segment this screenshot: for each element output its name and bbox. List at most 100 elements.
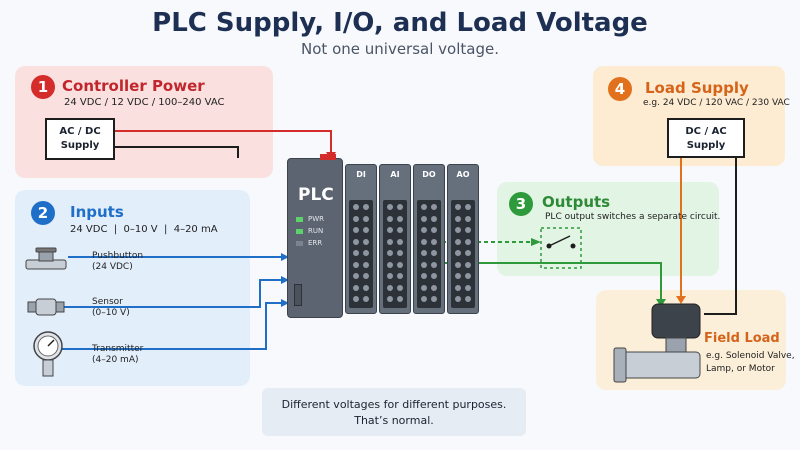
plc-port: [294, 284, 302, 306]
sensor-icon: [27, 298, 65, 316]
terminal-screw: [387, 227, 393, 233]
terminal-screw: [431, 284, 437, 291]
controller-supply-line1: AC / DC: [59, 126, 101, 137]
load-supply-line2: Supply: [686, 140, 726, 151]
terminal-screw: [431, 215, 437, 222]
terminal-screw: [421, 261, 427, 268]
module-do-label: DO: [422, 170, 436, 179]
err-led: [296, 241, 303, 246]
terminal-screw: [397, 261, 403, 268]
transmitter-label: Transmitter (4–20 mA): [92, 344, 144, 365]
field-load-description: e.g. Solenoid Valve, Lamp, or Motor: [706, 351, 795, 374]
terminal-screw: [465, 273, 471, 279]
module-ai-terminals: [383, 200, 407, 308]
terminal-screw: [431, 273, 437, 279]
module-ao-label: AO: [456, 170, 470, 179]
terminal-screw: [363, 284, 369, 291]
output-switch-arrow: [531, 238, 541, 246]
err-led-label: ERR: [308, 239, 323, 247]
module-ai-label: AI: [390, 170, 400, 179]
terminal-screw: [397, 227, 403, 233]
step-badge-4: 4: [608, 77, 632, 101]
terminal-screw: [431, 238, 437, 245]
load-supply-wire-negative: [704, 140, 737, 315]
terminal-screw: [353, 261, 359, 268]
terminal-screw: [421, 215, 427, 222]
inputs-heading: Inputs: [70, 203, 124, 221]
terminal-screw: [421, 204, 427, 210]
terminal-screw: [455, 238, 461, 245]
pushbutton-icon: [25, 247, 67, 270]
controller-supply-wire-negative: [113, 146, 239, 158]
terminal-screw: [353, 204, 359, 210]
terminal-screw: [397, 250, 403, 256]
terminal-screw: [363, 215, 369, 222]
transmitter-input-wire: [62, 302, 283, 350]
pushbutton-label: Pushbutton (24 VDC): [92, 251, 144, 272]
load-supply-heading: Load Supply: [645, 79, 749, 97]
terminal-screw: [353, 273, 359, 279]
output-switch-box: [540, 227, 582, 269]
terminal-screw: [387, 273, 393, 279]
terminal-screw: [465, 296, 471, 302]
terminal-screw: [431, 204, 437, 210]
sensor-label: Sensor (0–10 V): [92, 297, 130, 318]
controller-supply-line2: Supply: [60, 140, 100, 151]
bottom-note: Different voltages for different purpose…: [262, 388, 526, 436]
terminal-screw: [353, 284, 359, 291]
output-wire: [430, 262, 662, 301]
terminal-screw: [455, 250, 461, 256]
terminal-screw: [363, 261, 369, 268]
terminal-screw: [455, 227, 461, 233]
terminal-screw: [397, 284, 403, 291]
terminal-screw: [465, 215, 471, 222]
run-led: [296, 229, 303, 234]
module-di-terminals: [349, 200, 373, 308]
page-title: PLC Supply, I/O, and Load Voltage: [152, 8, 648, 38]
terminal-screw: [455, 261, 461, 268]
terminal-screw: [421, 227, 427, 233]
terminal-screw: [387, 284, 393, 291]
pwr-led-label: PWR: [308, 215, 325, 223]
load-supply-line1: DC / AC: [685, 126, 727, 137]
terminal-screw: [353, 227, 359, 233]
terminal-screw: [421, 238, 427, 245]
step-badge-1: 1: [31, 75, 55, 99]
outputs-description: PLC output switches a separate circuit.: [545, 212, 721, 222]
terminal-screw: [455, 215, 461, 222]
plc-label: PLC: [298, 185, 334, 205]
terminal-screw: [465, 284, 471, 291]
terminal-screw: [421, 250, 427, 256]
transmitter-gauge-icon: [33, 331, 63, 377]
step-badge-3: 3: [509, 192, 533, 216]
page-subtitle: Not one universal voltage.: [301, 40, 499, 58]
terminal-screw: [353, 296, 359, 302]
terminal-screw: [363, 296, 369, 302]
terminal-screw: [421, 273, 427, 279]
terminal-screw: [455, 273, 461, 279]
note-line2: That’s normal.: [354, 414, 434, 427]
terminal-screw: [387, 250, 393, 256]
note-line1: Different voltages for different purpose…: [281, 398, 507, 411]
terminal-screw: [421, 284, 427, 291]
field-load-heading: Field Load: [704, 331, 780, 346]
terminal-screw: [465, 261, 471, 268]
terminal-screw: [387, 215, 393, 222]
sensor-input-wire: [60, 279, 283, 308]
module-di-label: DI: [356, 170, 366, 179]
terminal-screw: [363, 273, 369, 279]
inputs-voltages: 24 VDC | 0–10 V | 4–20 mA: [70, 224, 218, 235]
terminal-screw: [363, 227, 369, 233]
terminal-screw: [465, 227, 471, 233]
terminal-screw: [455, 284, 461, 291]
module-ao-terminals: [451, 200, 475, 308]
solenoid-valve-icon: [613, 303, 701, 383]
terminal-screw: [353, 215, 359, 222]
terminal-screw: [397, 204, 403, 210]
terminal-screw: [353, 238, 359, 245]
load-dc-ac-supply-box: DC / AC Supply: [667, 118, 745, 158]
terminal-screw: [387, 296, 393, 302]
run-led-label: RUN: [308, 227, 324, 235]
terminal-screw: [387, 261, 393, 268]
